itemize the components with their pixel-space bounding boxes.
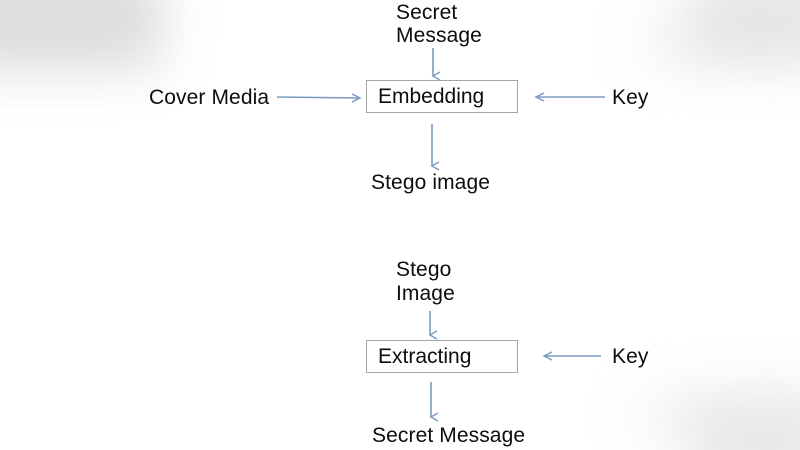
embedding-process-box[interactable]: Embedding <box>366 80 518 113</box>
secret-message-label-line2: Message <box>396 24 482 47</box>
stego-image-output-label: Stego image <box>371 171 491 194</box>
background-blur-top-right-2 <box>640 18 800 64</box>
background-blur-top-right <box>690 0 800 60</box>
extracting-process-box[interactable]: Extracting <box>366 340 518 373</box>
secret-message-label-line1: Secret <box>396 1 458 24</box>
key-label-extracting: Key <box>612 345 649 368</box>
arrow-cover-media-to-embedding <box>276 93 362 103</box>
secret-message-output-label: Secret Message <box>372 424 526 447</box>
key-label-embedding: Key <box>612 86 649 109</box>
background-blur-bottom-right-2 <box>636 392 800 440</box>
extracting-process-label: Extracting <box>378 344 472 368</box>
background-blur-top-left-2 <box>0 10 150 62</box>
background-blur-top-left <box>0 0 160 64</box>
embedding-process-label: Embedding <box>378 84 485 108</box>
stego-image-input-label-line1: Stego <box>396 258 452 281</box>
background-blur-bottom-right <box>690 400 800 450</box>
cover-media-label: Cover Media <box>149 86 270 109</box>
stego-image-input-label-line2: Image <box>396 282 455 305</box>
